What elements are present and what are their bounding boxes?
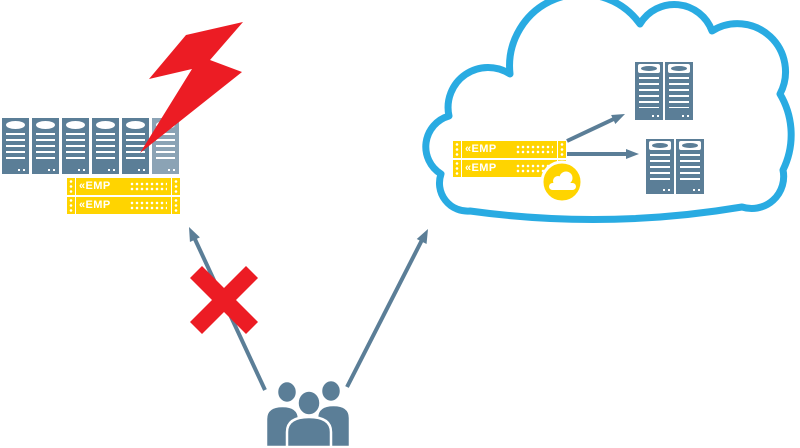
rack-ear-right — [557, 141, 566, 158]
kemp-load-balancer: «EMP — [67, 178, 180, 195]
kemp-label: EMP — [85, 180, 111, 192]
kemp-k-glyph: « — [465, 162, 472, 174]
rack-ear-left — [67, 197, 76, 214]
vent-lines — [669, 77, 689, 108]
rack-ear-right — [171, 197, 180, 214]
vent-lines — [156, 133, 175, 162]
status-leds — [143, 169, 145, 171]
onprem-kemp-stack: «EMP «EMP — [67, 178, 180, 216]
server-tower — [92, 118, 119, 174]
kemp-load-balancer: «EMP — [453, 160, 566, 177]
status-leds — [668, 189, 670, 191]
arrow-to-cloud — [345, 229, 428, 388]
drive-slot — [126, 121, 145, 129]
port-leds — [516, 163, 553, 174]
vent-lines — [96, 133, 115, 162]
kemp-label: EMP — [471, 162, 497, 174]
user-back-left — [264, 379, 301, 448]
drive-slot — [156, 121, 175, 129]
port-leds — [130, 200, 167, 211]
drive-slot — [6, 121, 25, 129]
vent-lines — [126, 133, 145, 162]
status-leds — [657, 115, 659, 117]
arrowhead-icon — [626, 149, 639, 159]
status-leds — [23, 169, 25, 171]
arrowhead-icon — [189, 227, 200, 243]
arrowhead-icon — [611, 114, 625, 125]
status-leds — [173, 169, 175, 171]
server-tower — [635, 62, 663, 120]
status-leds — [53, 169, 55, 171]
arrowhead-icon — [416, 229, 428, 244]
drive-slot — [36, 121, 55, 129]
arrow-to-datacenter — [189, 227, 267, 391]
server-tower — [152, 118, 179, 174]
drive-slot — [668, 64, 690, 73]
vent-lines — [650, 154, 670, 182]
kemp-logo: «EMP — [465, 163, 497, 174]
drive-slot — [638, 64, 660, 73]
vent-lines — [66, 133, 85, 162]
user-back-right — [315, 378, 352, 448]
server-tower — [32, 118, 59, 174]
server-tower — [665, 62, 693, 120]
kemp-label: EMP — [471, 143, 497, 155]
arrow-kemp-to-server-bottom — [567, 149, 639, 159]
drive-slot — [649, 141, 671, 150]
rack-ear-left — [453, 160, 462, 177]
port-leds — [130, 181, 167, 192]
user-front — [285, 389, 333, 448]
drive-slot — [66, 121, 85, 129]
server-tower — [676, 139, 704, 194]
server-tower — [2, 118, 29, 174]
kemp-k-glyph: « — [465, 143, 472, 155]
drive-slot — [679, 141, 701, 150]
rack-ear-right — [557, 160, 566, 177]
users-group-icon — [264, 378, 352, 448]
cloud-server-pair-top — [635, 62, 693, 120]
rack-ear-left — [67, 178, 76, 195]
server-tower — [646, 139, 674, 194]
server-tower — [122, 118, 149, 174]
kemp-logo: «EMP — [79, 181, 111, 192]
rack-ear-left — [453, 141, 462, 158]
port-leds — [516, 144, 553, 155]
vent-lines — [36, 133, 55, 162]
status-leds — [687, 115, 689, 117]
server-tower — [62, 118, 89, 174]
cloud-kemp-stack: «EMP «EMP — [453, 141, 566, 179]
drive-slot — [96, 121, 115, 129]
arrow-kemp-to-server-top — [566, 114, 625, 143]
vent-lines — [639, 77, 659, 108]
cloud-server-pair-bottom — [646, 139, 704, 194]
kemp-label: EMP — [85, 199, 111, 211]
vent-lines — [6, 133, 25, 162]
kemp-k-glyph: « — [79, 199, 86, 211]
rack-ear-right — [171, 178, 180, 195]
cloud-outline-icon — [417, 0, 800, 228]
kemp-load-balancer: «EMP — [453, 141, 566, 158]
kemp-logo: «EMP — [79, 200, 111, 211]
status-leds — [698, 189, 700, 191]
onprem-server-rack — [2, 118, 179, 174]
kemp-k-glyph: « — [79, 180, 86, 192]
kemp-load-balancer: «EMP — [67, 197, 180, 214]
vent-lines — [680, 154, 700, 182]
blocked-x-icon — [189, 265, 259, 335]
status-leds — [83, 169, 85, 171]
status-leds — [113, 169, 115, 171]
kemp-logo: «EMP — [465, 144, 497, 155]
